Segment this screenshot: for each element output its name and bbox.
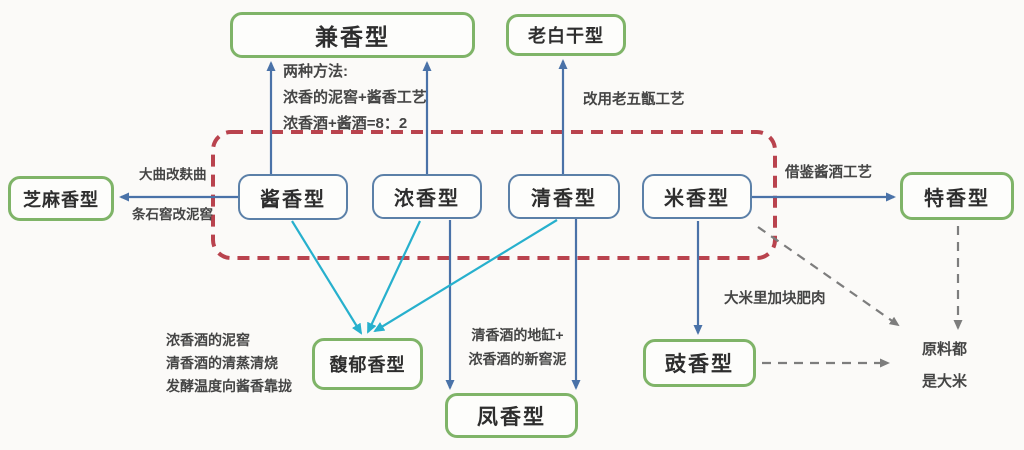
node-zhima: 芝麻香型: [8, 176, 114, 221]
note-fengxiang-method: 清香酒的地缸+ 浓香酒的新窖泥: [456, 328, 579, 366]
arrow-nongxiang-to-fuyu: [367, 220, 421, 334]
node-laobaigan: 老白干型: [506, 14, 626, 56]
note-fengxiang-method-line2: 浓香酒的新窖泥: [468, 351, 567, 367]
node-fuyu: 馥郁香型: [312, 338, 423, 390]
arrow-jiangxiang-to-fuyu: [291, 220, 363, 335]
note-fuyu-method-line2: 清香酒的清蒸清烧: [166, 355, 278, 371]
note-fuyu-method-line1: 浓香酒的泥窖: [166, 332, 250, 348]
node-mixiang: 米香型: [642, 174, 752, 219]
node-fengxiang: 凤香型: [445, 393, 578, 438]
note-two-methods: 两种方法: 浓香的泥窖+酱香工艺 浓香酒+酱酒=8：2: [283, 64, 427, 131]
node-jiangxiang: 酱香型: [238, 174, 348, 220]
note-two-methods-line1: 两种方法:: [283, 63, 348, 80]
note-fuyu-method-line3: 发酵温度向酱香靠拢: [166, 378, 292, 394]
note-rice-line2: 是大米: [922, 373, 968, 390]
note-fengxiang-method-line1: 清香酒的地缸+: [471, 327, 564, 343]
note-fuyu-method: 浓香酒的泥窖 清香酒的清蒸清烧 发酵温度向酱香靠拢: [166, 333, 292, 393]
note-two-methods-line3: 浓香酒+酱酒=8：2: [283, 115, 408, 132]
note-two-methods-line2: 浓香的泥窖+酱香工艺: [283, 89, 427, 106]
note-zhima-method-bottom: 条石窖改泥窖: [132, 207, 213, 222]
node-chixiang: 豉香型: [643, 339, 756, 387]
node-jianxiang: 兼香型: [230, 12, 475, 58]
note-rice: 原料都 是大米: [922, 342, 967, 389]
note-rice-line1: 原料都: [922, 341, 968, 358]
node-texiang: 特香型: [900, 172, 1014, 220]
base-types-dashed-frame: [211, 130, 777, 260]
node-nongxiang: 浓香型: [372, 174, 482, 219]
dashed-arrow-mixiang-to-rice-note: [757, 226, 900, 327]
arrow-qingxiang-to-fuyu: [373, 219, 558, 333]
note-chixiang-method: 大米里加块肥肉: [724, 291, 826, 307]
note-texiang-method: 借鉴酱酒工艺: [785, 165, 872, 181]
note-laobaigan-method: 改用老五甑工艺: [583, 92, 685, 108]
node-qingxiang: 清香型: [508, 174, 620, 219]
note-zhima-method-top: 大曲改麸曲: [139, 167, 207, 182]
